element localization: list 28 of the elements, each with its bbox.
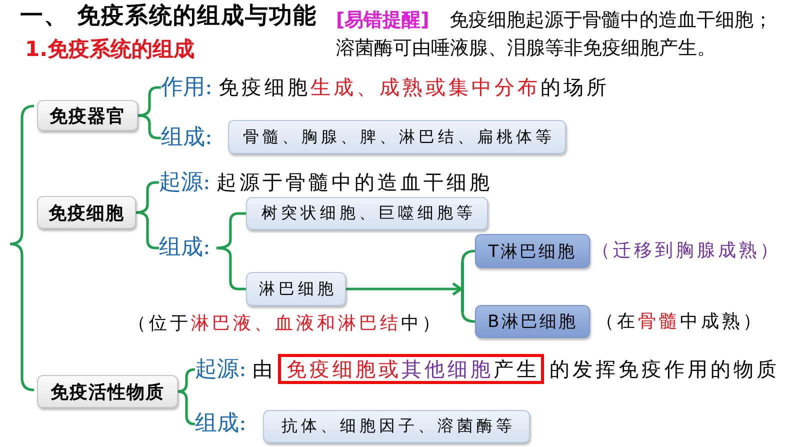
junction-bar [461, 262, 464, 312]
description-text: 免疫细胞生成、成熟或集中分布的场所 [218, 74, 610, 100]
content-box: 骨髓、胸腺、脾、淋巴结、扁桃体等 [228, 120, 566, 154]
annotation-text: （位于淋巴液、血液和淋巴结中） [128, 312, 443, 336]
cell-type-box: B淋巴细胞 [475, 305, 590, 338]
note-text: [易错提醒] 免疫细胞起源于骨髓中的造血干细胞；溶菌酶可由唾液腺、泪腺等非免疫细胞产生。 [336, 8, 774, 61]
section-heading: 1.免疫系统的组成 [25, 36, 195, 63]
branch-label: 组成: [195, 411, 246, 437]
branch-label: 起源: [195, 357, 246, 383]
connector-line [178, 390, 196, 426]
description-text: 起源于骨髓中的造血干细胞 [216, 169, 492, 195]
branch-label: 起源: [159, 170, 210, 196]
category-box: 免疫细胞 [37, 196, 136, 229]
category-box: 免疫活性物质 [37, 375, 178, 408]
content-box: 抗体、细胞因子、溶菌酶等 [263, 410, 530, 443]
arrow [346, 282, 462, 296]
content-box: 树突状细胞、巨噬细胞等 [246, 197, 488, 230]
connector-line [461, 250, 476, 262]
branch-label: 作用: [161, 75, 212, 101]
page-title: 一、 免疫系统的组成与功能 [20, 2, 318, 31]
branch-label: 组成: [161, 125, 212, 151]
annotation-text: （在骨髓中成熟） [596, 310, 764, 334]
cell-type-box: T淋巴细胞 [475, 234, 590, 268]
content-box: 淋巴细胞 [246, 272, 346, 306]
category-box: 免疫器官 [37, 100, 138, 131]
annotation-text: （迁移到胸腺成熟） [592, 239, 781, 263]
connector-line [461, 312, 476, 323]
branch-label: 组成: [159, 235, 210, 261]
